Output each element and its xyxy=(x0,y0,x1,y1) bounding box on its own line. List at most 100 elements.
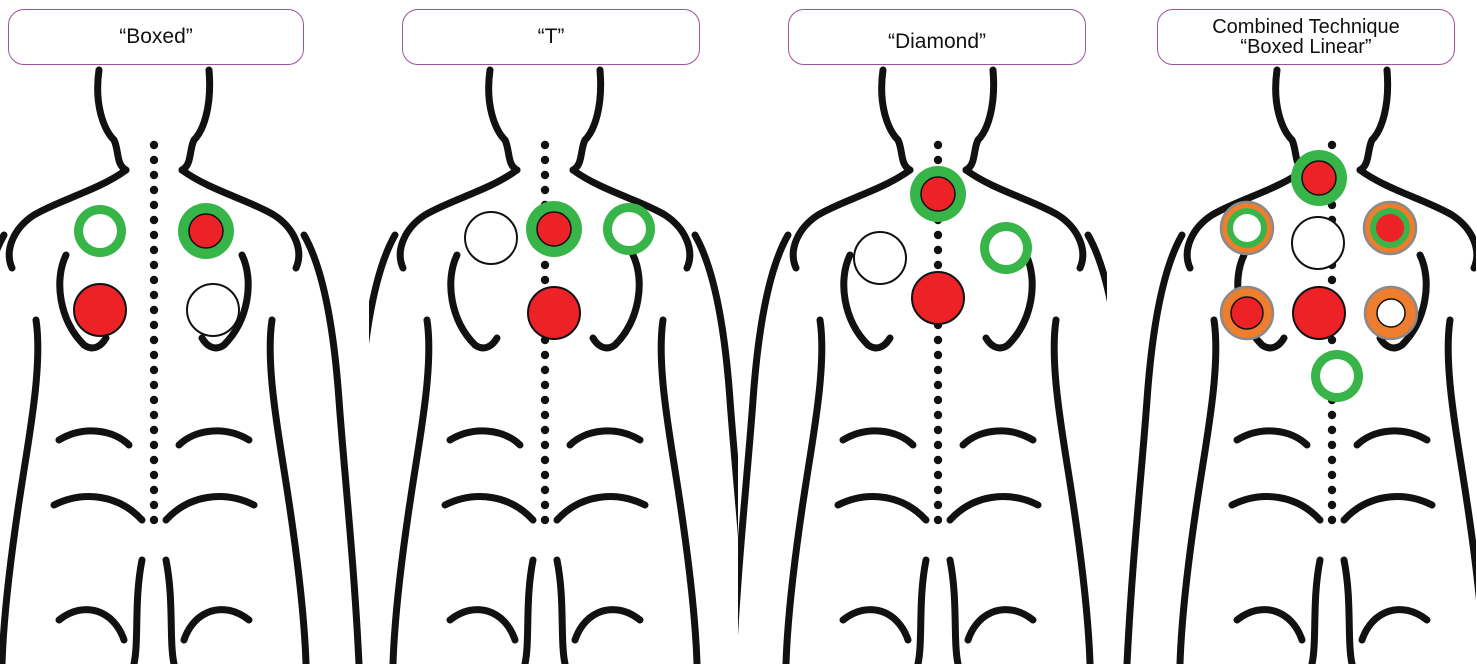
spine-dot xyxy=(934,441,942,449)
spine-dot xyxy=(934,396,942,404)
spine-dots xyxy=(150,141,158,524)
spine-dot xyxy=(934,141,942,149)
panel-combined: Combined Technique “Boxed Linear” xyxy=(1107,0,1476,664)
technique-label: “Diamond” xyxy=(788,9,1086,65)
spine-dot xyxy=(1328,471,1336,479)
spine-dot xyxy=(541,381,549,389)
spine-dot xyxy=(150,396,158,404)
spine-dot xyxy=(541,261,549,269)
spine-dot xyxy=(150,306,158,314)
marker-orange-ring-white xyxy=(1365,287,1417,339)
spine-dot xyxy=(150,186,158,194)
spine-dot xyxy=(541,516,549,524)
spine-dot xyxy=(1328,276,1336,284)
spine-dot xyxy=(1328,456,1336,464)
marker-white xyxy=(1292,217,1344,269)
spine-dot xyxy=(150,261,158,269)
spine-dot xyxy=(541,186,549,194)
spine-dot xyxy=(150,336,158,344)
spine-dot xyxy=(150,351,158,359)
back-torso-figure xyxy=(1107,0,1476,664)
panel-t: “T” xyxy=(369,0,738,664)
spine-dot xyxy=(1328,441,1336,449)
spine-dot xyxy=(150,216,158,224)
spine-dot xyxy=(934,156,942,164)
spine-dot xyxy=(150,276,158,284)
marker-red xyxy=(912,272,964,324)
spine-dot xyxy=(541,471,549,479)
back-torso-figure xyxy=(369,0,738,664)
technique-label-line-2: “Boxed Linear” xyxy=(1240,37,1371,57)
spine-dot xyxy=(150,231,158,239)
spine-dot xyxy=(150,381,158,389)
body-outline xyxy=(0,70,359,664)
marker-orange-green-ring-red xyxy=(1364,202,1416,254)
spine-dot xyxy=(934,411,942,419)
spine-dot xyxy=(541,411,549,419)
spine-dot xyxy=(541,426,549,434)
spine-dot xyxy=(150,426,158,434)
technique-label-line-1: Combined Technique xyxy=(1212,17,1400,37)
spine-dot xyxy=(1328,426,1336,434)
marker-green-ring-white xyxy=(74,205,126,257)
body-outline xyxy=(369,70,738,664)
marker-green-ring-white xyxy=(1311,350,1363,402)
spine-dot xyxy=(541,456,549,464)
marker-orange-green-ring-white xyxy=(1221,202,1273,254)
spine-dot xyxy=(541,486,549,494)
technique-label: “Boxed” xyxy=(8,9,304,65)
spine-dot xyxy=(934,471,942,479)
marker-white xyxy=(465,212,517,264)
back-torso-figure xyxy=(0,0,369,664)
spine-dot xyxy=(150,171,158,179)
spine-dot xyxy=(541,351,549,359)
spine-dot xyxy=(150,501,158,509)
spine-dot xyxy=(150,291,158,299)
marker-green-ring-red xyxy=(1291,150,1347,206)
spine-dot xyxy=(150,516,158,524)
spine-dot xyxy=(934,366,942,374)
spine-dot xyxy=(541,156,549,164)
marker-green-ring-white xyxy=(603,203,655,255)
spine-dot xyxy=(934,516,942,524)
spine-dot xyxy=(934,336,942,344)
spine-dot xyxy=(934,231,942,239)
spine-dot xyxy=(150,411,158,419)
spine-dot xyxy=(150,156,158,164)
technique-label: “T” xyxy=(402,9,700,65)
spine-dot xyxy=(150,366,158,374)
back-torso-figure xyxy=(738,0,1107,664)
spine-dot xyxy=(150,141,158,149)
marker-white xyxy=(854,232,906,284)
spine-dot xyxy=(150,201,158,209)
marker-red xyxy=(74,284,126,336)
marker-green-ring-red xyxy=(526,201,582,257)
body-outline xyxy=(738,70,1107,664)
spine-dot xyxy=(541,276,549,284)
spine-dot xyxy=(150,246,158,254)
technique-label-line-1: “T” xyxy=(538,26,565,48)
spine-dot xyxy=(934,501,942,509)
spine-dot xyxy=(541,171,549,179)
spine-dot xyxy=(541,501,549,509)
marker-white xyxy=(187,284,239,336)
technique-label-line-1: “Boxed” xyxy=(119,26,193,48)
technique-label: Combined Technique “Boxed Linear” xyxy=(1157,9,1455,65)
spine-dot xyxy=(541,366,549,374)
spine-dot xyxy=(150,471,158,479)
spine-dot xyxy=(934,426,942,434)
spine-dot xyxy=(934,351,942,359)
spine-dot xyxy=(150,441,158,449)
technique-label-line-1: “Diamond” xyxy=(888,31,986,53)
marker-red xyxy=(528,287,580,339)
spine-dot xyxy=(150,456,158,464)
marker-orange-ring-red xyxy=(1221,287,1273,339)
marker-green-ring-white xyxy=(980,222,1032,274)
spine-dot xyxy=(934,486,942,494)
spine-dot xyxy=(541,441,549,449)
panel-boxed: “Boxed” xyxy=(0,0,369,664)
panel-diamond: “Diamond” xyxy=(738,0,1107,664)
spine-dot xyxy=(150,486,158,494)
spine-dot xyxy=(934,261,942,269)
spine-dot xyxy=(541,141,549,149)
